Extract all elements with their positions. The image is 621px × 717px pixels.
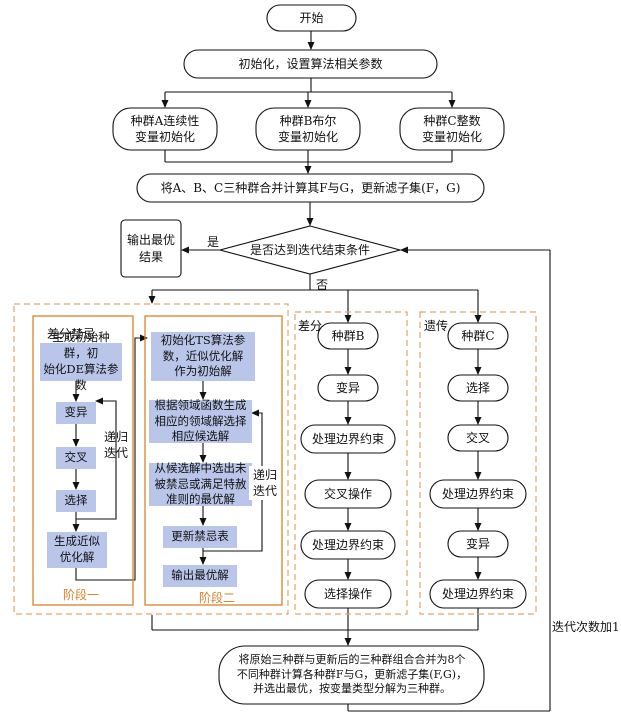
b-step-boundary-2: 处理边界约束 xyxy=(311,537,384,552)
pop-c-init-label: 种群C整数 变量初始化 xyxy=(421,113,482,144)
phase2-label: 阶段二 xyxy=(199,591,236,605)
panel-a-dashed xyxy=(13,303,289,615)
init-label: 初始化，设置算法相关参数 xyxy=(238,56,383,71)
p1-crossover-box: 交叉 xyxy=(56,447,96,469)
panel-c-title: 遗传 xyxy=(424,319,449,333)
b-step-crossover: 交叉操作 xyxy=(323,486,372,501)
panel-a-title: 差分禁忌 xyxy=(47,327,96,341)
yes-label: 是 xyxy=(207,235,220,249)
pop-a-init-label: 种群A连续性 变量初始化 xyxy=(130,113,200,144)
p1-selection-box: 选择 xyxy=(56,490,96,512)
b-step-selection: 选择操作 xyxy=(323,586,372,601)
choose-best-box: 从候选解中选出未 被禁忌或满足特赦 准则的最优解 xyxy=(149,461,252,506)
b-step-mutation: 变异 xyxy=(335,380,360,395)
p1-mutation-box: 变异 xyxy=(56,402,96,424)
gen-init-pop-box: 生成初始种群，初 始化DE算法参数 xyxy=(40,330,122,392)
c-step-boundary-1: 处理边界约束 xyxy=(441,486,514,501)
compute-fg-label: 将A、B、C三种群合并计算其F与G，更新滤子集(F，G) xyxy=(160,180,461,195)
init-ts-box: 初始化TS算法参 数，近似优化解 作为初始解 xyxy=(151,332,255,381)
phase1-box xyxy=(32,315,134,606)
p2-recursive-label: 递归 迭代 xyxy=(249,466,281,500)
pop-b-init-label: 种群B布尔 变量初始化 xyxy=(277,113,338,144)
merge-box xyxy=(218,645,485,705)
output-best-box: 输出最优解 xyxy=(163,565,237,587)
c-step-population: 种群C xyxy=(461,328,495,343)
update-tabu-box: 更新禁忌表 xyxy=(163,526,237,548)
c-step-crossover: 交叉 xyxy=(465,430,490,445)
no-label: 否 xyxy=(316,278,329,292)
c-step-mutation: 变异 xyxy=(465,536,490,551)
start-label: 开始 xyxy=(299,10,324,25)
phase1-label: 阶段一 xyxy=(63,588,100,602)
c-step-boundary-2: 处理边界约束 xyxy=(441,586,514,601)
panel-c-dashed xyxy=(419,311,537,615)
panel-b-dashed xyxy=(294,311,408,615)
b-step-boundary-1: 处理边界约束 xyxy=(311,431,384,446)
neighborhood-box: 根据领域函数生成 相应的领域解选择 相应候选解 xyxy=(149,398,252,443)
c-step-selection: 选择 xyxy=(465,380,490,395)
phase2-box xyxy=(144,315,283,606)
decision-label: 是否达到迭代结束条件 xyxy=(249,242,370,257)
p1-recursive-label: 递归 迭代 xyxy=(103,429,128,460)
merge-label: 将原始三种群与更新后的三种群组合合并为8个 不同种群计算各种群F与G，更新滤子集… xyxy=(236,652,468,696)
b-step-population: 种群B xyxy=(331,328,365,343)
approx-solution-box: 生成近似 优化解 xyxy=(47,532,107,568)
iter-add-label: 迭代次数加1 xyxy=(552,620,620,634)
panel-b-title: 差分 xyxy=(298,319,323,333)
output-result-label: 输出最优 结果 xyxy=(126,233,175,264)
